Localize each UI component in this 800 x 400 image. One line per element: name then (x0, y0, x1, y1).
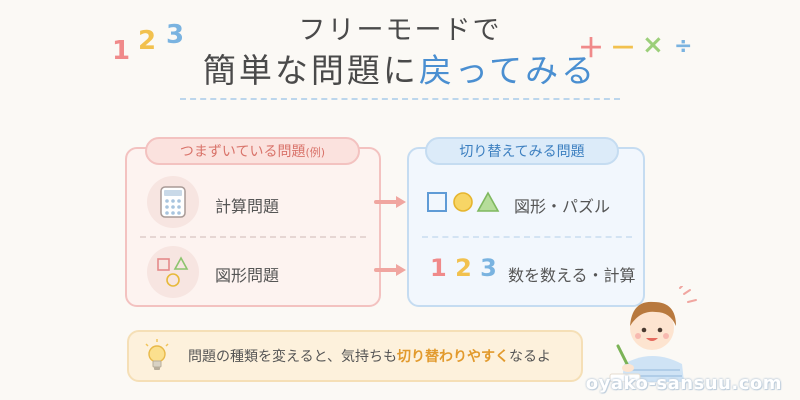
arrow-right-icon (374, 264, 406, 276)
plus-icon: ＋ (578, 34, 605, 64)
number-1: 1 (430, 254, 447, 282)
page-title-line1: フリーモードで (298, 15, 502, 46)
tip-prefix: 問題の種類を変えると、気持ちも (188, 349, 398, 365)
right-item-count-label: 数を数える・計算 (508, 266, 636, 285)
arrow-right-icon (374, 196, 406, 208)
site-watermark: oyako-sansuu.com (585, 373, 782, 394)
stuck-problems-tab-suffix: (例) (305, 146, 326, 159)
right-row-divider (422, 236, 632, 238)
calculator-icon (160, 186, 186, 218)
shapes-row-icon (427, 191, 500, 212)
tip-highlight: 切り替わりやすく (397, 349, 510, 365)
times-icon: × (642, 30, 664, 60)
number-2: 2 (455, 254, 472, 282)
left-item-shapes-label: 図形問題 (215, 266, 280, 285)
shapes-icon (157, 256, 189, 287)
left-item-calc-label: 計算問題 (215, 197, 280, 216)
shapes-icon-circle (147, 246, 199, 298)
switch-problems-panel (407, 147, 645, 307)
tip-box (127, 330, 583, 382)
page-title-line2: 簡単な問題に戻ってみる (0, 44, 800, 92)
left-row-divider (140, 236, 366, 238)
tip-text: 問題の種類を変えると、気持ちも切り替わりやすくなるよ (188, 346, 551, 366)
stuck-problems-tab-label: つまずいている問題 (179, 144, 306, 160)
stuck-problems-tab: つまずいている問題(例) (145, 137, 360, 165)
calculator-icon-circle (147, 176, 199, 228)
tip-suffix: なるよ (509, 349, 552, 365)
minus-icon: － (610, 34, 637, 64)
divide-icon: ÷ (674, 34, 693, 59)
title-prefix: 簡単な問題に (202, 51, 419, 90)
lightbulb-icon (145, 339, 169, 370)
title-underline (180, 98, 620, 100)
numbers-icon: 1 2 3 (430, 254, 497, 282)
child-studying-illustration (609, 286, 697, 382)
deco-number-3: 3 (166, 20, 185, 50)
title-accent: 戻ってみる (418, 51, 598, 90)
number-3: 3 (480, 254, 497, 282)
switch-problems-tab: 切り替えてみる問題 (425, 137, 619, 165)
deco-number-1: 1 (112, 36, 131, 66)
deco-number-2: 2 (138, 26, 157, 56)
right-item-shapes-label: 図形・パズル (514, 197, 611, 216)
